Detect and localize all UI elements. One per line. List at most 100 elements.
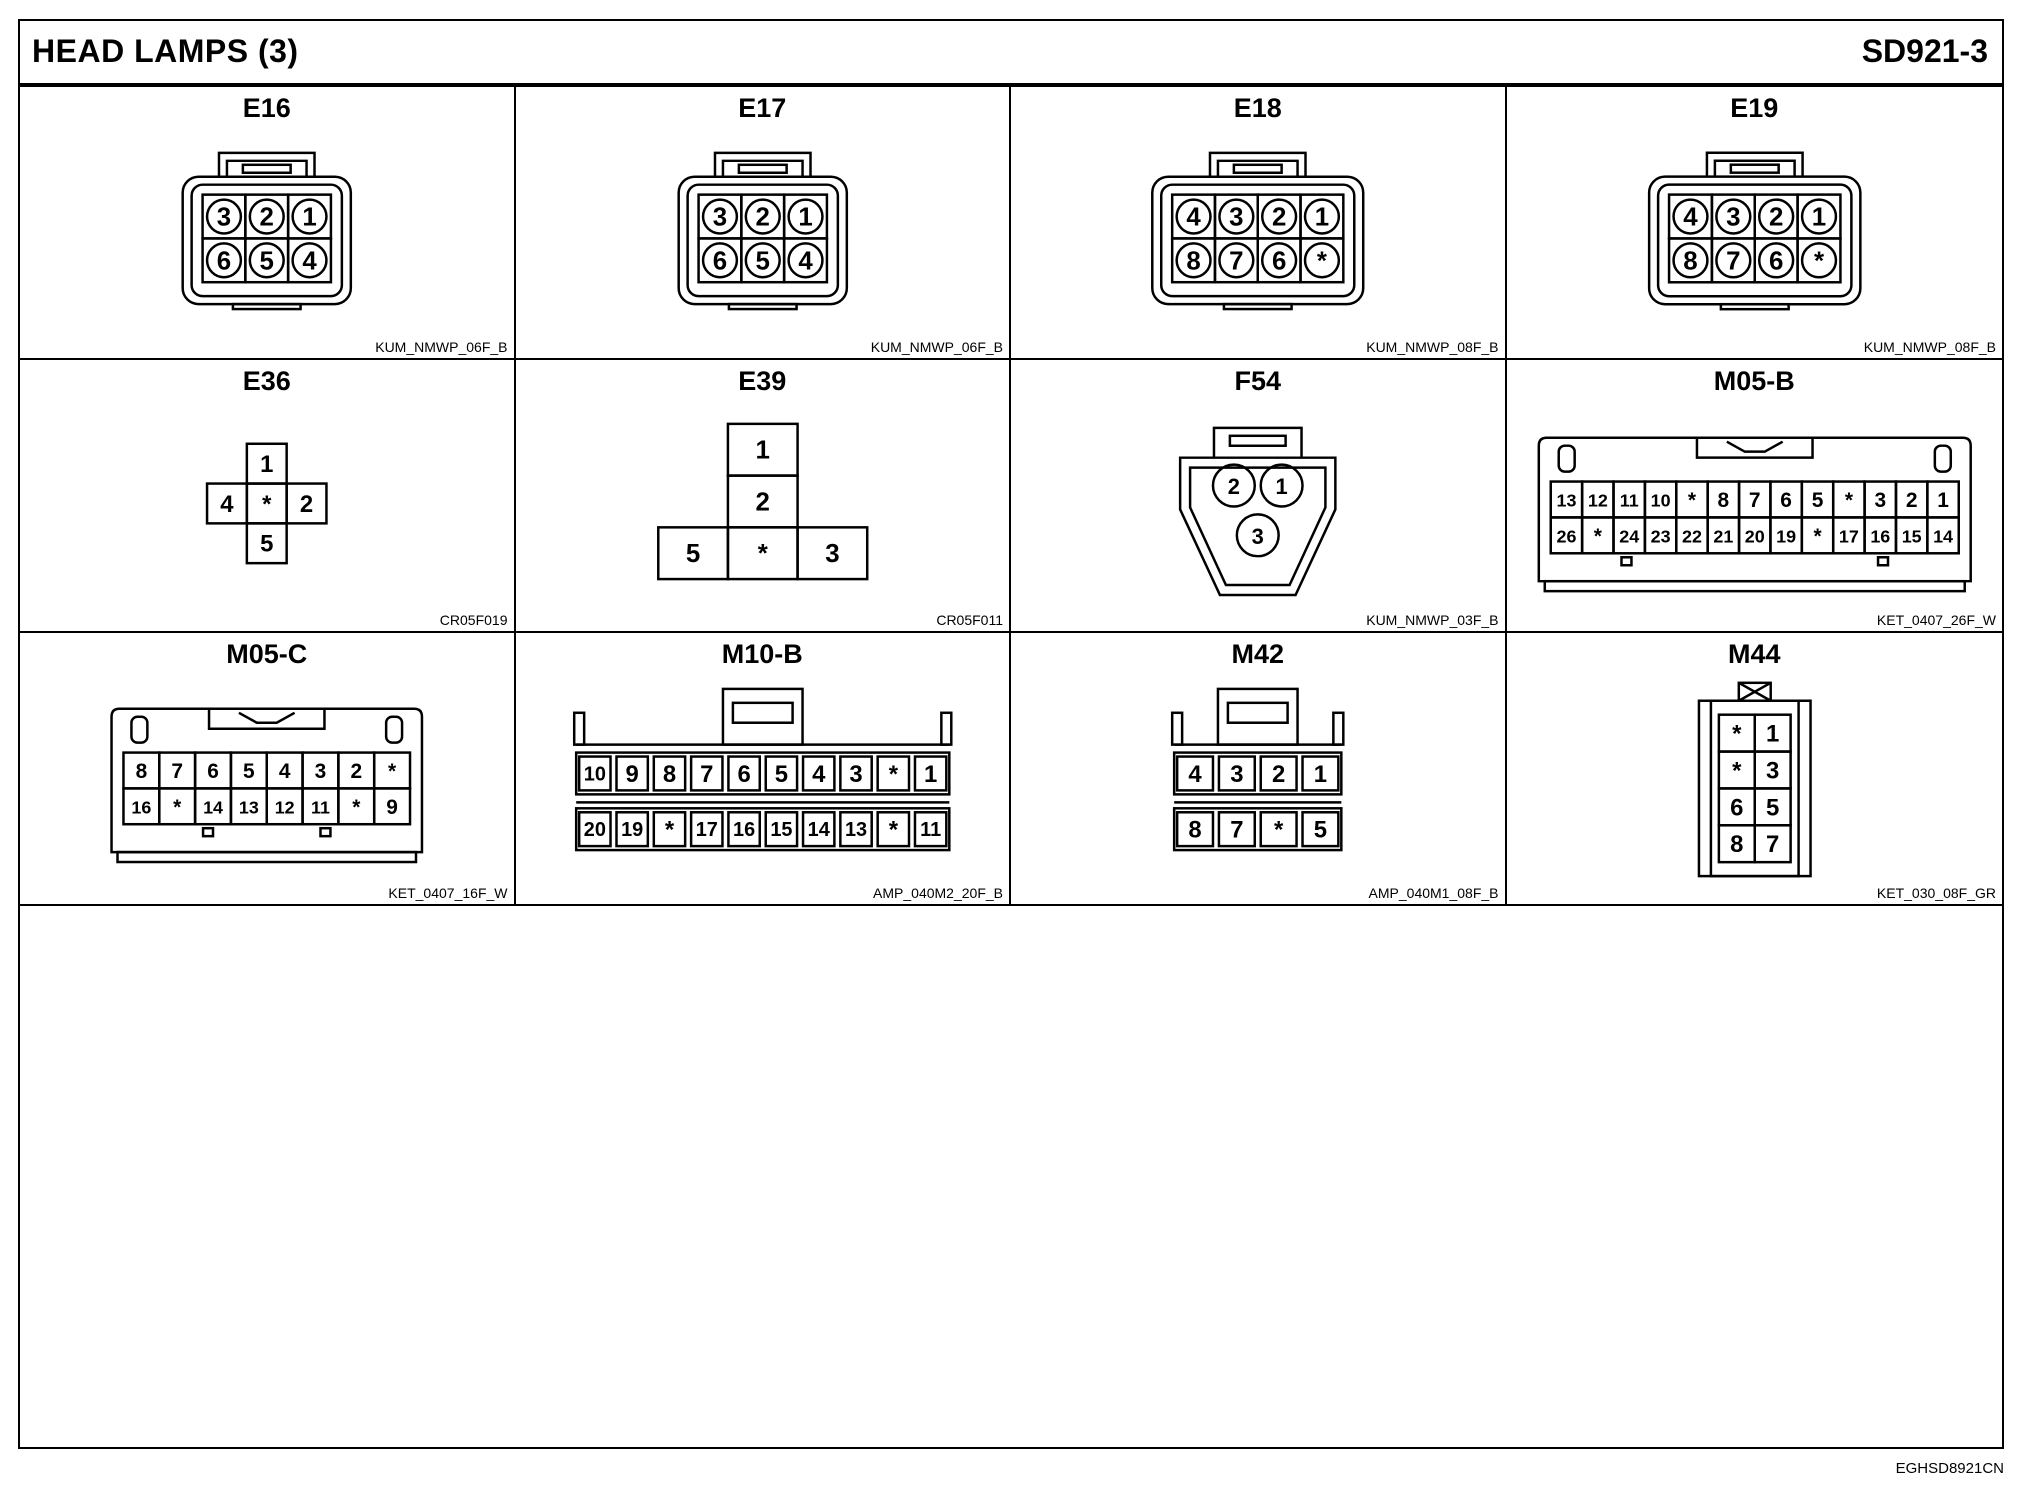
pin-label: * — [1317, 247, 1328, 275]
pin-circle — [1175, 242, 1212, 279]
pin-label: 17 — [1838, 526, 1858, 546]
connector-code: KUM_NMWP_08F_B — [1863, 339, 1996, 355]
lock-slot — [1226, 701, 1289, 724]
pin-label: 1 — [1937, 489, 1949, 512]
pin-label: 21 — [1713, 526, 1733, 546]
pin-label: 22 — [1682, 526, 1702, 546]
housing-inner — [1188, 466, 1327, 587]
pin-circle — [744, 198, 781, 235]
pin-cavity — [913, 755, 948, 792]
guide-post — [1332, 711, 1345, 746]
pin-label: * — [664, 817, 674, 844]
connector-code: KUM_NMWP_06F_B — [870, 339, 1003, 355]
lock-slot — [731, 701, 794, 724]
lock-tab — [1737, 681, 1772, 702]
pin-label: 1 — [260, 451, 273, 478]
pin-cavity — [875, 755, 910, 792]
lock-tab — [217, 151, 316, 177]
page-id: SD921-3 — [1861, 33, 1988, 69]
pin-label: 16 — [1870, 526, 1890, 546]
lock-tab-inner — [721, 159, 804, 177]
pin-cavity — [689, 755, 724, 792]
pin-cavity — [614, 755, 649, 792]
guide-post — [1933, 444, 1952, 473]
lock-block — [1216, 687, 1299, 746]
pin-label: 8 — [136, 760, 148, 783]
pin-label: 9 — [386, 796, 398, 819]
pin-label: 3 — [1229, 204, 1243, 232]
lock-slot — [1729, 163, 1780, 174]
pin-label: * — [1593, 525, 1602, 548]
pin-label: 5 — [685, 540, 699, 568]
pin-label: 8 — [662, 761, 675, 788]
pin-cavity — [1259, 811, 1298, 848]
pin-circle — [248, 198, 285, 235]
connector-code: CR05F019 — [439, 612, 508, 628]
key-rib — [727, 302, 798, 311]
pin-label: 3 — [217, 204, 231, 232]
pin-label: 7 — [1726, 247, 1740, 275]
drawing-code: EGHSD8921CN — [1895, 1460, 2004, 1477]
pin-label: 12 — [1587, 490, 1607, 510]
key-rib — [1876, 556, 1889, 567]
pin-circle — [1757, 198, 1794, 235]
pin-label: 1 — [302, 204, 316, 232]
pin-cavity — [577, 755, 612, 792]
key-rib — [231, 302, 302, 311]
connector-code: KET_0407_16F_W — [388, 885, 508, 901]
pin-circle — [291, 242, 328, 279]
lock-tab — [207, 708, 326, 730]
pin-label: * — [1274, 817, 1284, 844]
pin-cavity — [1301, 755, 1340, 792]
pin-label: 6 — [1272, 247, 1286, 275]
connector-code: CR05F011 — [936, 612, 1003, 628]
pin-label: * — [1813, 525, 1822, 548]
pin-circle — [1175, 198, 1212, 235]
pin-label: 16 — [733, 819, 755, 841]
pin-circle — [1218, 242, 1255, 279]
key-rib — [1619, 556, 1633, 567]
pin-label: 2 — [755, 204, 769, 232]
pin-label: * — [888, 817, 898, 844]
connector-name: M05-C — [226, 639, 308, 669]
pin-label: 26 — [1556, 526, 1576, 546]
pin-cavity — [1301, 811, 1340, 848]
housing-inner — [1159, 183, 1356, 298]
connector-name: F54 — [1234, 366, 1282, 396]
pin-cavity — [726, 755, 761, 792]
pin-cavity — [795, 526, 868, 581]
pin-label: 2 — [1272, 761, 1285, 788]
pin-cavity — [689, 811, 724, 848]
pin-label: 2 — [260, 204, 274, 232]
lock-tab — [1212, 426, 1303, 458]
lock-slot — [241, 163, 292, 174]
pin-label: 6 — [217, 247, 231, 275]
connector-drawing: 14*25 — [205, 442, 328, 565]
connector-name: E17 — [738, 93, 787, 123]
lock-tab-inner — [1713, 159, 1796, 177]
pin-label: 14 — [203, 797, 223, 817]
pin-label: 14 — [807, 819, 829, 841]
pin-label: * — [888, 761, 898, 788]
lock-tab — [1705, 151, 1804, 177]
pin-label: 8 — [1188, 817, 1201, 844]
pin-label: 11 — [1619, 490, 1638, 510]
pin-cavity — [913, 811, 948, 848]
pin-cavity — [838, 811, 873, 848]
lock-latch — [238, 711, 296, 724]
pin-label: 2 — [1228, 474, 1240, 499]
pin-circle — [1714, 198, 1752, 235]
connector-name: M42 — [1231, 639, 1285, 669]
pin-label: 6 — [207, 760, 219, 783]
connector-name: E16 — [242, 93, 291, 123]
housing-base — [1543, 579, 1966, 593]
pin-cavity — [372, 787, 412, 826]
pin-label: 15 — [1901, 526, 1921, 546]
pin-label: 11 — [920, 819, 941, 841]
pin-circle — [1671, 242, 1709, 279]
